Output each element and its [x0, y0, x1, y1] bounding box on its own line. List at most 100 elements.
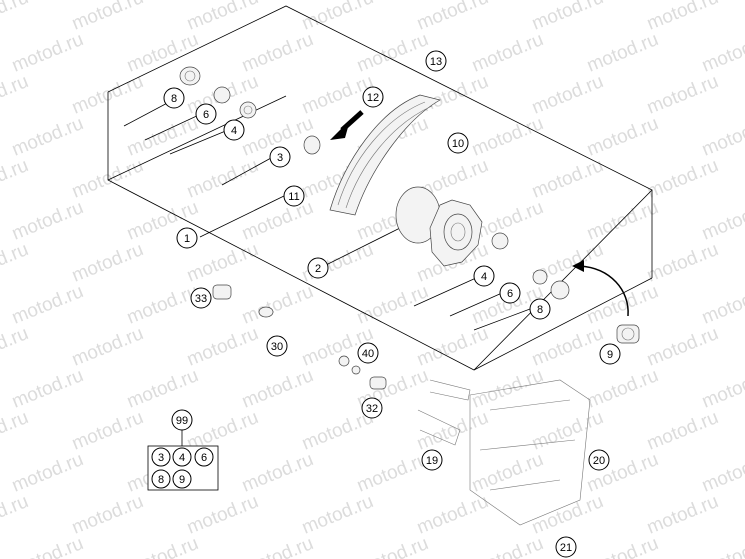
watermark-text: motod.ru [414, 323, 491, 371]
part-40-shape [338, 355, 361, 375]
watermark-text: motod.ru [584, 29, 661, 77]
callout-label: 99 [176, 415, 188, 427]
callout-label: 1 [184, 233, 190, 245]
ring-3-part [303, 135, 321, 155]
callout-circle [529, 298, 551, 320]
callout-label: 4 [481, 271, 487, 283]
rim-part [329, 94, 441, 216]
callout-label: 40 [362, 348, 374, 360]
callout-circle [447, 132, 469, 154]
callout-circle [190, 287, 212, 309]
callout-label: 20 [593, 455, 605, 467]
part-32-shape [369, 376, 387, 390]
watermark-text: motod.ru [529, 407, 606, 455]
watermark-text: motod.ru [184, 491, 261, 539]
kit-circle [172, 447, 192, 467]
watermark-text: motod.ru [0, 407, 31, 455]
callout-circle [555, 536, 577, 558]
watermark-text: motod.ru [699, 533, 745, 559]
watermark-text: motod.ru [584, 113, 661, 161]
callout-circle [283, 185, 305, 207]
callout-label: 10 [452, 138, 464, 150]
watermark-text: motod.ru [239, 533, 316, 559]
watermark-text: motod.ru [184, 155, 261, 203]
seal-right-part [532, 269, 548, 285]
watermark-text: motod.ru [469, 533, 546, 559]
callout-circle [357, 342, 379, 364]
callout-circle [499, 282, 521, 304]
callout-circle [269, 146, 291, 168]
kit-label: 8 [158, 474, 164, 486]
callout-12: 12 [362, 86, 384, 108]
kit-circle [151, 447, 171, 467]
kit-label: 9 [179, 474, 185, 486]
arrow-9 [572, 260, 629, 317]
watermark-text: motod.ru [584, 533, 661, 559]
part-33-shape [212, 284, 232, 300]
kit-item-9: 9 [172, 469, 192, 489]
watermark-text: motod.ru [469, 29, 546, 77]
callout-circle [266, 335, 288, 357]
callout-9: 9 [599, 343, 621, 365]
watermark-text: motod.ru [9, 281, 86, 329]
watermark-text: motod.ru [239, 365, 316, 413]
callout-10: 10 [447, 132, 469, 154]
callout-3: 3 [269, 146, 291, 168]
callout-label: 11 [288, 191, 299, 203]
watermark-text: motod.ru [529, 71, 606, 119]
callout-13: 13 [425, 50, 447, 72]
callout-label: 13 [430, 56, 442, 68]
watermark-text: motod.ru [184, 239, 261, 287]
watermark-text: motod.ru [0, 71, 31, 119]
callout-33: 33 [190, 287, 212, 309]
callout-circle [176, 227, 198, 249]
spacer-8-part [179, 66, 201, 86]
watermark-text: motod.ru [9, 533, 86, 559]
callout-11: 11 [283, 185, 305, 207]
watermark-text: motod.ru [184, 0, 261, 35]
watermark-text: motod.ru [699, 113, 745, 161]
callout-4: 4 [223, 119, 245, 141]
watermark-text: motod.ru [184, 323, 261, 371]
spokes-19-part [417, 379, 471, 446]
spacer-right-part [550, 280, 570, 300]
callout-circle [361, 397, 383, 419]
watermark-text: motod.ru [0, 0, 31, 35]
hub-part [395, 186, 483, 267]
callout-1: 1 [176, 227, 198, 249]
watermark-text: motod.ru [644, 155, 721, 203]
watermark-text: motod.ru [239, 197, 316, 245]
watermark-text: motod.ru [69, 0, 146, 35]
watermark-text: motod.ru [299, 0, 376, 35]
callout-30: 30 [266, 335, 288, 357]
kit-label: 3 [158, 452, 164, 464]
kit-item-6: 6 [194, 447, 214, 467]
watermark-text: motod.ru [69, 323, 146, 371]
watermark-text: motod.ru [529, 323, 606, 371]
watermark-text: motod.ru [644, 71, 721, 119]
kit-circle [194, 447, 214, 467]
watermark-text: motod.ru [529, 491, 606, 539]
watermark-text: motod.ru [9, 29, 86, 77]
callout-label: 8 [537, 304, 543, 316]
callout-32: 32 [361, 397, 383, 419]
callout-2: 2 [307, 257, 329, 279]
callout-label: 32 [366, 403, 378, 415]
kit-label: 4 [179, 452, 185, 464]
callout-label: 8 [171, 93, 177, 105]
watermark-text: motod.ru [354, 449, 431, 497]
watermark-text: motod.ru [584, 365, 661, 413]
bearing-4-part [239, 101, 257, 119]
watermark-text: motod.ru [644, 323, 721, 371]
callout-circle [223, 119, 245, 141]
watermark-text: motod.ru [644, 407, 721, 455]
watermark-text: motod.ru [9, 365, 86, 413]
callout-circle [195, 103, 217, 125]
watermark-text: motod.ru [9, 449, 86, 497]
callout-circle [425, 50, 447, 72]
callout-circle [473, 265, 495, 287]
watermark-text: motod.ru [699, 281, 745, 329]
spokes-20-part [469, 379, 591, 526]
